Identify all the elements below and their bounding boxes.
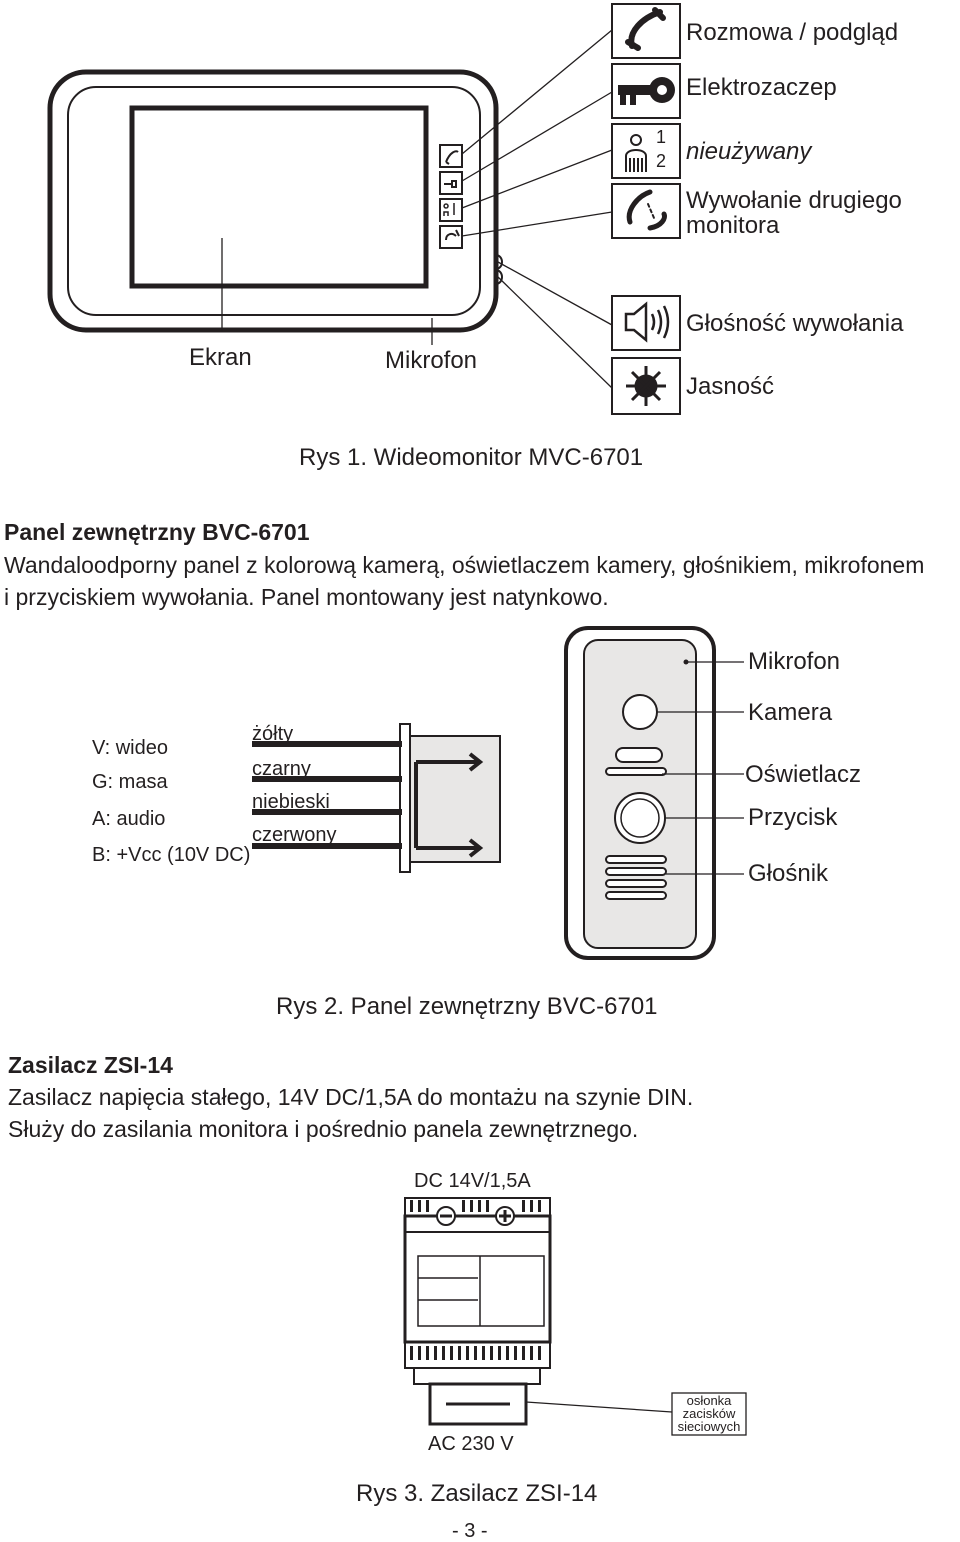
- psu-description-line2: Służy do zasilania monitora i pośrednio …: [8, 1116, 639, 1142]
- label-panel-button: Przycisk: [748, 804, 838, 831]
- call-forward-icon: [611, 183, 681, 239]
- label-call-volume: Głośność wywołania: [686, 310, 904, 337]
- door-panel-drawing: [564, 626, 716, 960]
- label-terminal-cover-line2: zacisków: [682, 1406, 736, 1421]
- fig3-leader-lines: [525, 1392, 747, 1436]
- terminal-v-video: V: wideo: [92, 737, 168, 759]
- wire-black-label: czarny: [252, 758, 311, 780]
- key-icon: [611, 63, 681, 119]
- label-door-lock: Elektrozaczep: [686, 74, 837, 101]
- intercom-12-icon: [611, 123, 681, 179]
- page-number: - 3 -: [452, 1520, 488, 1542]
- wire-yellow-label: żółty: [252, 723, 294, 745]
- handset-icon: [611, 3, 681, 59]
- speaker-icon: [611, 295, 681, 351]
- fig1-caption: Rys 1. Wideomonitor MVC-6701: [299, 444, 644, 471]
- icon-digit-one: 1: [656, 127, 667, 147]
- panel-heading: Panel zewnętrzny BVC-6701: [4, 519, 310, 545]
- label-ac-input: AC 230 V: [428, 1433, 514, 1455]
- label-brightness: Jasność: [686, 373, 775, 400]
- terminal-g-ground: G: masa: [92, 771, 168, 793]
- label-talk-preview: Rozmowa / podgląd: [686, 19, 899, 46]
- label-panel-speaker: Głośnik: [748, 860, 829, 887]
- label-unused: nieużywany: [686, 138, 812, 165]
- connector-block: [399, 723, 501, 873]
- terminal-symbols: [436, 1206, 515, 1226]
- power-supply-drawing: [403, 1197, 552, 1426]
- icon-digit-two: 2: [656, 151, 667, 171]
- fig1-leader-lines: [221, 29, 613, 389]
- label-dc-output: DC 14V/1,5A: [414, 1170, 531, 1192]
- label-terminal-cover-line3: sieciowych: [677, 1419, 741, 1434]
- label-microphone: Mikrofon: [385, 347, 478, 374]
- label-panel-illuminator: Oświetlacz: [745, 761, 862, 788]
- label-panel-camera: Kamera: [748, 699, 833, 726]
- terminal-a-audio: A: audio: [92, 808, 166, 830]
- label-second-monitor-line2: monitora: [686, 212, 780, 239]
- fig2-caption: Rys 2. Panel zewnętrzny BVC-6701: [276, 993, 658, 1020]
- label-terminal-cover-line1: osłonka: [686, 1393, 732, 1408]
- label-panel-microphone: Mikrofon: [748, 648, 841, 675]
- label-screen: Ekran: [189, 344, 252, 371]
- fig2-leader-lines: [657, 661, 744, 875]
- wires: [252, 741, 402, 849]
- monitor-drawing: [47, 69, 503, 333]
- panel-description-line2: i przyciskiem wywołania. Panel montowany…: [4, 584, 609, 610]
- wire-blue-label: niebieski: [252, 791, 330, 813]
- wire-red-label: czerwony: [252, 824, 337, 846]
- sun-icon: [611, 357, 681, 415]
- psu-description-line1: Zasilacz napięcia stałego, 14V DC/1,5A d…: [8, 1084, 694, 1110]
- comb-teeth: [410, 1200, 541, 1360]
- label-second-monitor-line1: Wywołanie drugiego: [686, 187, 902, 214]
- panel-description-line1: Wandaloodporny panel z kolorową kamerą, …: [4, 552, 925, 578]
- terminal-b-vcc: B: +Vcc (10V DC): [92, 844, 251, 866]
- fig3-caption: Rys 3. Zasilacz ZSI-14: [356, 1480, 598, 1507]
- psu-heading: Zasilacz ZSI-14: [8, 1052, 173, 1078]
